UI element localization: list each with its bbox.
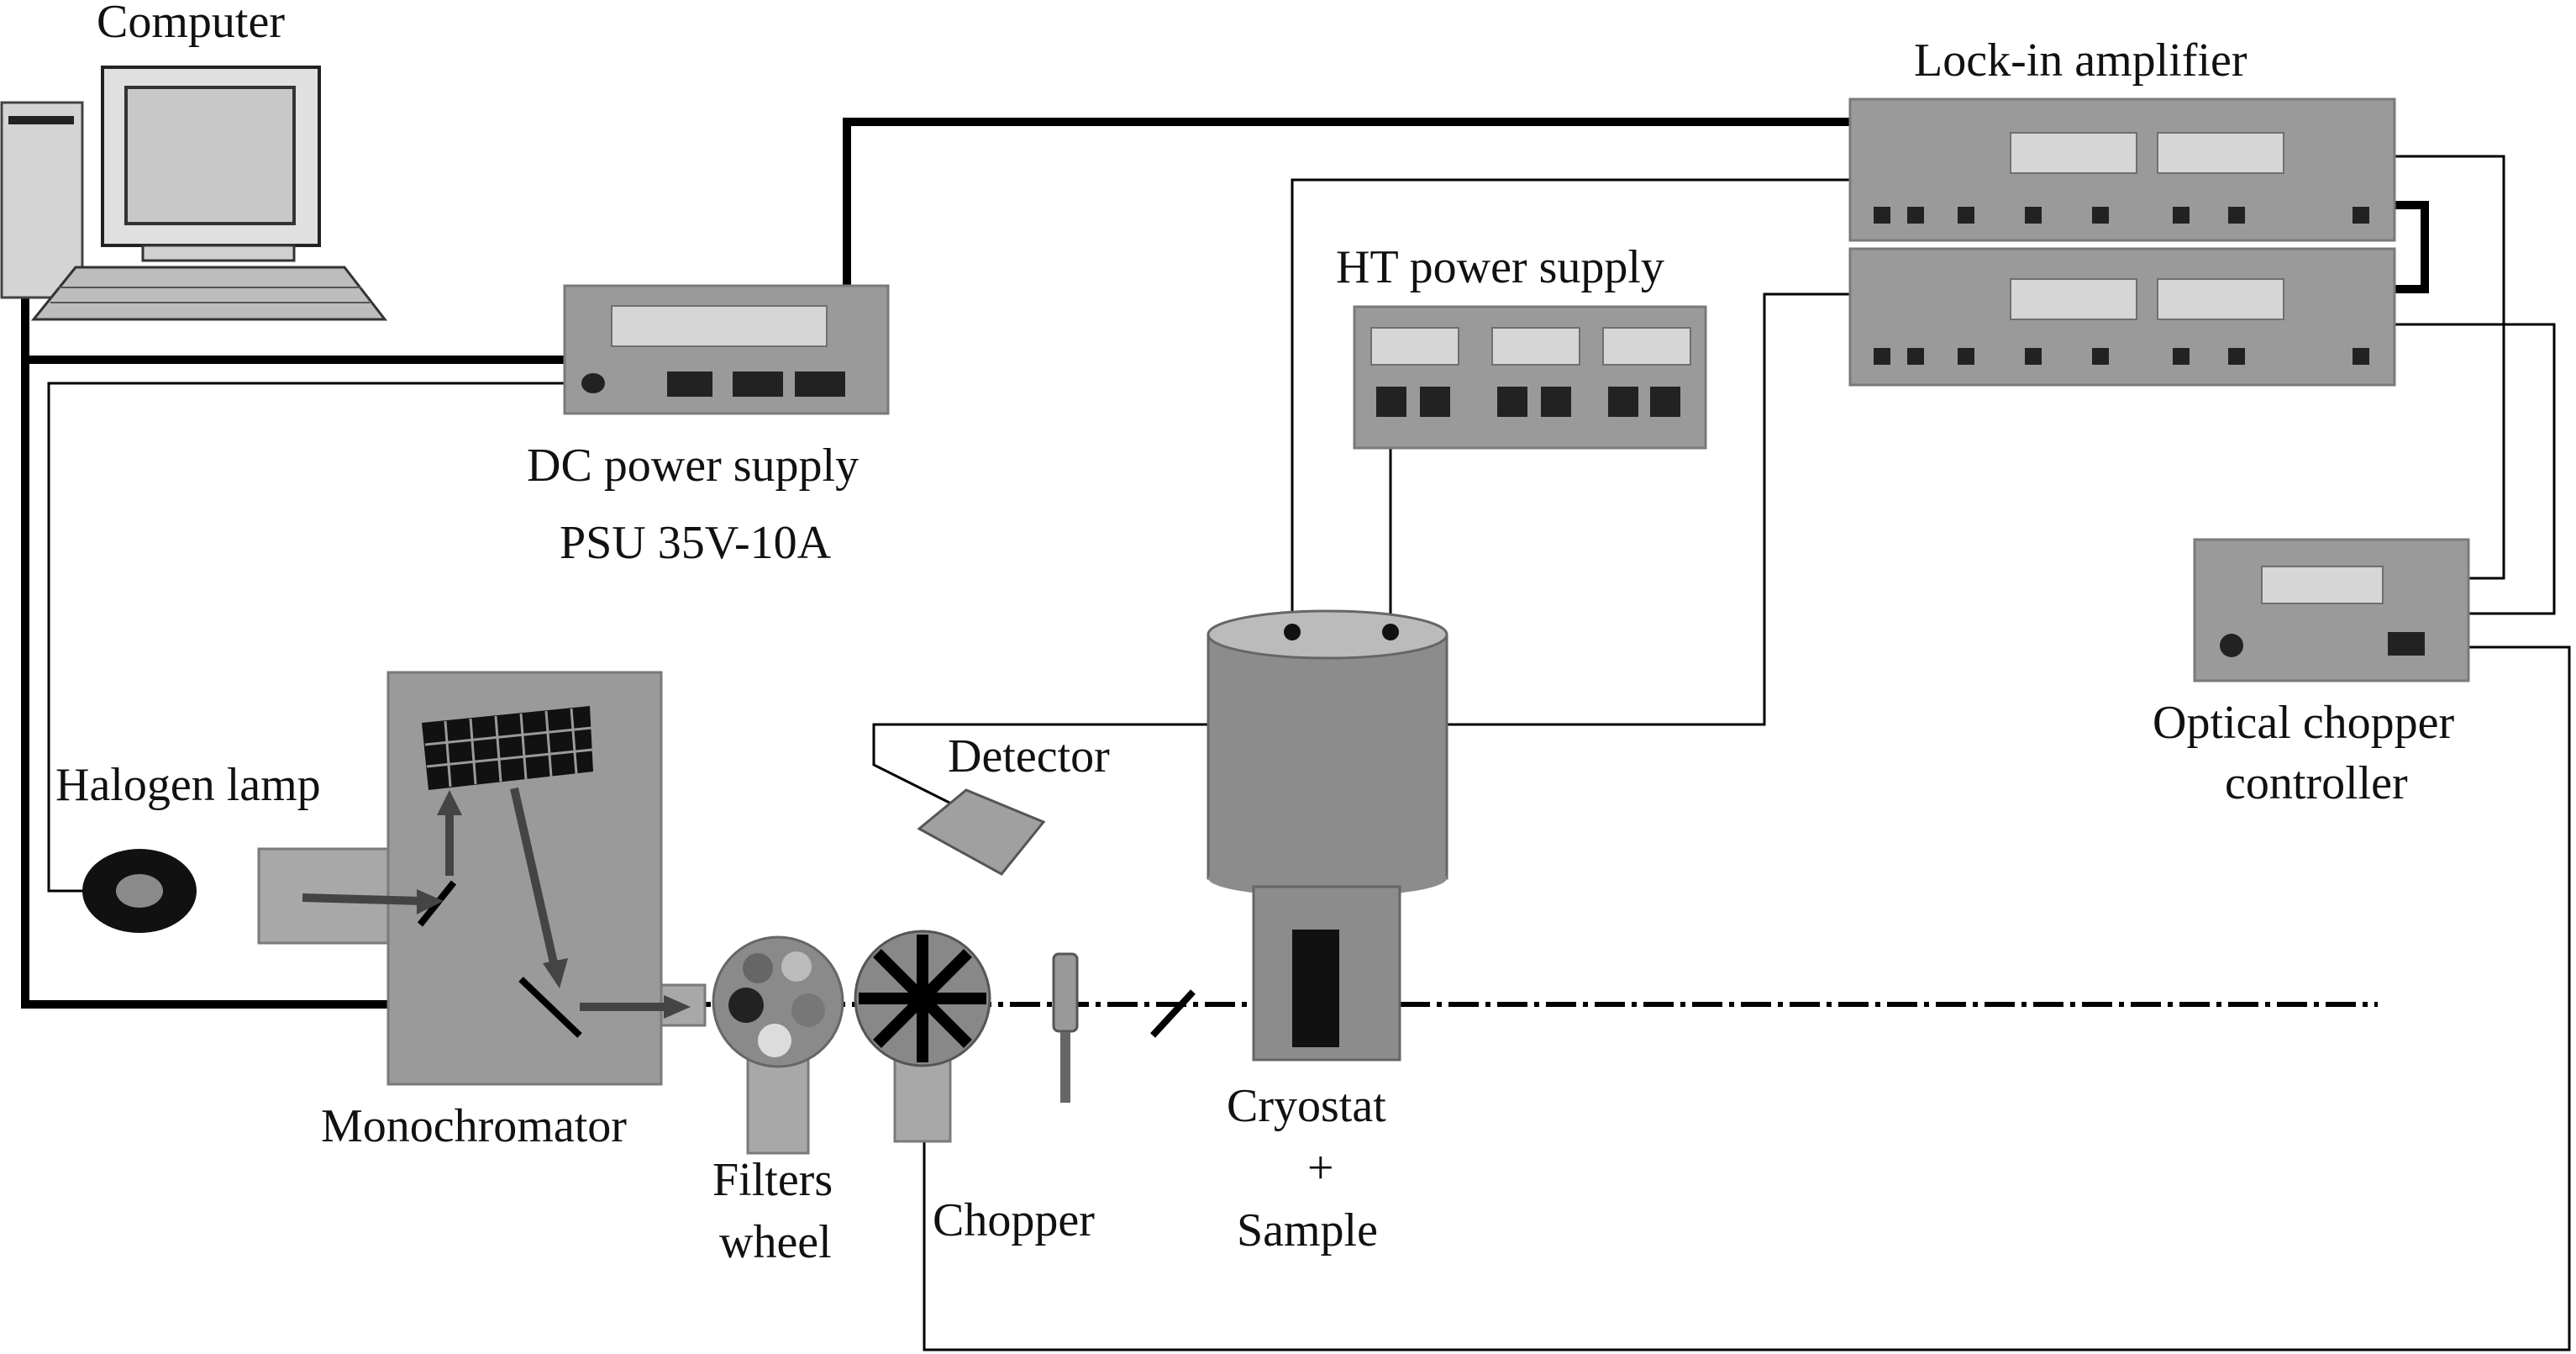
- cryostat-label-3: Sample: [1237, 1204, 1378, 1257]
- cable-lock-in-link: [2395, 201, 2429, 293]
- chopper-blade-icon: [859, 935, 986, 1062]
- chopper: [854, 930, 991, 1143]
- cryostat-label-1: Cryostat: [1227, 1080, 1386, 1132]
- cryostat: [1207, 609, 1448, 1062]
- dc-power-supply: [563, 284, 890, 415]
- halogen-lamp-icon: [82, 849, 197, 933]
- beam-splitter: [1150, 989, 1196, 1038]
- beam-arrows: [302, 787, 691, 1019]
- optical-chopper-controller: [2193, 538, 2470, 682]
- detector-label: Detector: [948, 730, 1110, 782]
- detector: [917, 788, 1046, 876]
- computer-icon: [0, 66, 388, 321]
- ht-power-supply: [1353, 305, 1707, 450]
- optical-chopper-controller-label-2: controller: [2225, 757, 2408, 809]
- wire-dc-psu-to-lamp: [47, 382, 597, 893]
- halogen-lamp-label: Halogen lamp: [55, 759, 321, 811]
- cable-dc-psu-to-lock-in: [843, 118, 1850, 292]
- monochromator-label: Monochromator: [321, 1100, 627, 1152]
- filters-wheel-label-1: Filters: [712, 1154, 833, 1206]
- lock-in-amplifier-lower: [1848, 247, 2396, 387]
- cryostat-label-2: +: [1307, 1142, 1334, 1194]
- dc-power-supply-model: PSU 35V-10A: [560, 517, 832, 569]
- diffraction-grating-icon: [422, 706, 593, 790]
- filters-wheel: [712, 935, 844, 1155]
- lock-in-amplifier-upper: [1848, 97, 2396, 242]
- wire-lock-in-to-controller-1: [2395, 155, 2505, 580]
- filters-wheel-label-2: wheel: [719, 1216, 832, 1268]
- mirror-2: [518, 977, 582, 1038]
- wire-lock-in-to-cryostat: [1291, 178, 1850, 630]
- ht-power-supply-label: HT power supply: [1336, 241, 1664, 293]
- lens: [1052, 952, 1079, 1103]
- optical-chopper-controller-label-1: Optical chopper: [2153, 697, 2455, 749]
- dc-power-supply-label: DC power supply: [527, 440, 859, 492]
- wire-controller-to-chopper: [923, 645, 2571, 1351]
- monochromator: [257, 671, 707, 1086]
- computer-label: Computer: [97, 0, 285, 48]
- lock-in-amplifier-label: Lock-in amplifier: [1914, 34, 2247, 87]
- wire-lock-in-to-controller-2: [2395, 323, 2556, 615]
- wiring: [21, 118, 2571, 1351]
- chopper-label: Chopper: [933, 1194, 1095, 1246]
- cable-computer-to-monochromator: [21, 294, 391, 1009]
